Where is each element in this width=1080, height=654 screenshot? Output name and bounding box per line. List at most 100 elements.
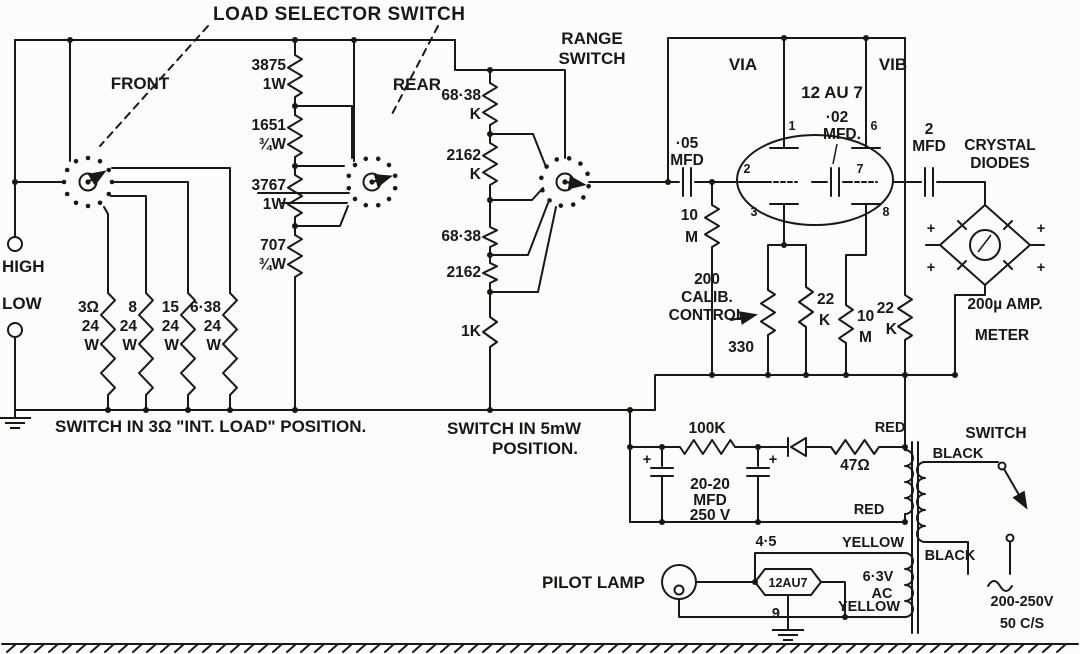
resistor-47ohm: [825, 439, 885, 455]
cap1-plus: +: [643, 452, 651, 468]
tube-name-label: 12 AU 7: [801, 83, 863, 102]
amp-bottom-bus: [654, 374, 956, 411]
load2-unit: W: [122, 337, 137, 354]
resistor-707: [287, 229, 303, 283]
range-r3-value: 68·38: [441, 228, 481, 245]
load4-power: 24: [204, 318, 222, 335]
cap2-plus: +: [769, 452, 777, 468]
mains-wave: [987, 580, 1013, 592]
wiring-load-selector: [14, 25, 656, 411]
pilot-lamp-label: PILOT LAMP: [542, 573, 645, 592]
heater-voltage-line1: 6·3V: [863, 569, 894, 585]
rectifier-diode: [790, 437, 807, 457]
heater-tube-label: 12AU7: [769, 576, 808, 590]
calib-wiper-arrow: [730, 311, 758, 325]
yellow-lead-top: YELLOW: [842, 535, 904, 551]
pin7-label: 7: [857, 162, 864, 176]
mains-switch-label: SWITCH: [965, 425, 1026, 442]
range-r1-value: 68·38: [441, 87, 481, 104]
heater-banner: [754, 568, 822, 596]
load1-power: 24: [82, 318, 100, 335]
range-title-line2: SWITCH: [558, 49, 625, 68]
junction-dots: [12, 35, 958, 620]
load4-value: 6·38: [190, 299, 221, 316]
cap-02-value: ·02: [826, 109, 848, 126]
pilot-lamp-filament: [673, 584, 685, 596]
front-selector-switch: [62, 156, 115, 209]
rear-selector-switch: [340, 150, 404, 214]
range-title-line1: RANGE: [561, 29, 622, 48]
cap-05-value: ·05: [676, 135, 699, 152]
resistor-8ohm: [138, 287, 154, 401]
resistor-3ohm: [100, 287, 116, 401]
via-label: VIA: [729, 55, 757, 74]
low-label: LOW: [2, 294, 43, 313]
transformer-secondary-heater: [904, 552, 914, 618]
resistor-100k-value: 100K: [688, 420, 726, 437]
calib-label-line1: 200: [694, 271, 720, 288]
yellow-lead-bottom: YELLOW: [838, 599, 900, 615]
mains-switch-blade: [1003, 468, 1028, 510]
mains-voltage-line2: 50 C/S: [1000, 616, 1045, 632]
resistor-707-value: 707: [260, 237, 286, 254]
resistor-3875-watt: 1W: [263, 76, 287, 93]
red-lead-top: RED: [875, 420, 906, 436]
resistor-10m-grid: [704, 199, 720, 253]
resistor-10m-grid-value: 10: [681, 207, 698, 224]
resistor-3875: [287, 49, 303, 103]
resistor-6838k: [482, 77, 498, 131]
meter-label-line2: METER: [975, 327, 1029, 344]
pin3-label: 3: [751, 205, 758, 219]
resistor-22k-b-value: 22: [877, 300, 894, 317]
filter-cap-line3: 250 V: [690, 507, 731, 524]
low-terminal: [7, 322, 23, 338]
resistor-2162: [482, 257, 498, 289]
resistor-2162k: [482, 137, 498, 191]
leader-front-dashed: [99, 25, 209, 147]
pin6-label: 6: [871, 119, 878, 133]
resistor-6838: [482, 221, 498, 253]
meter-dial: [969, 229, 1001, 261]
mains-switch-contact-bottom: [1005, 533, 1015, 543]
cap-05-unit: MFD: [670, 152, 704, 169]
cap-2-value: 2: [925, 121, 934, 138]
bridge-plus-2: +: [1037, 221, 1045, 237]
calib-potentiometer: [760, 284, 776, 341]
pin8-label: 8: [883, 205, 890, 219]
chassis-hatch-line: [1, 643, 1079, 653]
load3-unit: W: [164, 337, 179, 354]
cap-2-unit: MFD: [912, 138, 946, 155]
resistor-1651: [287, 109, 303, 163]
range-r4-value: 2162: [447, 264, 481, 281]
heater-voltage-line2: AC: [872, 586, 893, 602]
resistor-22k-a-unit: K: [819, 312, 831, 329]
meter-needle: [977, 234, 992, 253]
wiring-power-supply: [629, 409, 1013, 634]
load3-power: 24: [162, 318, 180, 335]
resistor-100k: [674, 439, 741, 455]
heater-pin-9: 9: [772, 606, 780, 622]
transformer-secondary-ht: [904, 449, 914, 515]
resistor-3767-watt: 1W: [263, 196, 287, 213]
red-lead-mid: RED: [854, 502, 885, 518]
mains-switch-contact-top: [997, 461, 1007, 471]
cap-02mfd: [811, 143, 849, 197]
cap-05mfd: [682, 167, 692, 197]
resistor-330-value: 330: [728, 339, 754, 356]
range-r5-value: 1K: [461, 323, 482, 340]
resistor-10m-grid-unit: M: [685, 229, 698, 246]
calib-label-line2: CALIB.: [681, 289, 733, 306]
black-lead-top: BLACK: [933, 446, 984, 462]
resistor-707-watt: ¾W: [258, 256, 286, 273]
high-terminal: [7, 236, 23, 252]
resistor-10m-b-unit: M: [859, 329, 872, 346]
ground-symbol-heater: [771, 621, 805, 641]
resistor-22k-b: [897, 289, 913, 346]
load2-value: 8: [128, 299, 137, 316]
wiring-range-switch: [489, 69, 768, 411]
tube-envelope-12au7: [736, 134, 894, 226]
tube-electrodes: [766, 147, 881, 205]
cap-02-unit: MFD.: [823, 126, 861, 143]
ground-symbol-left: [0, 409, 32, 429]
